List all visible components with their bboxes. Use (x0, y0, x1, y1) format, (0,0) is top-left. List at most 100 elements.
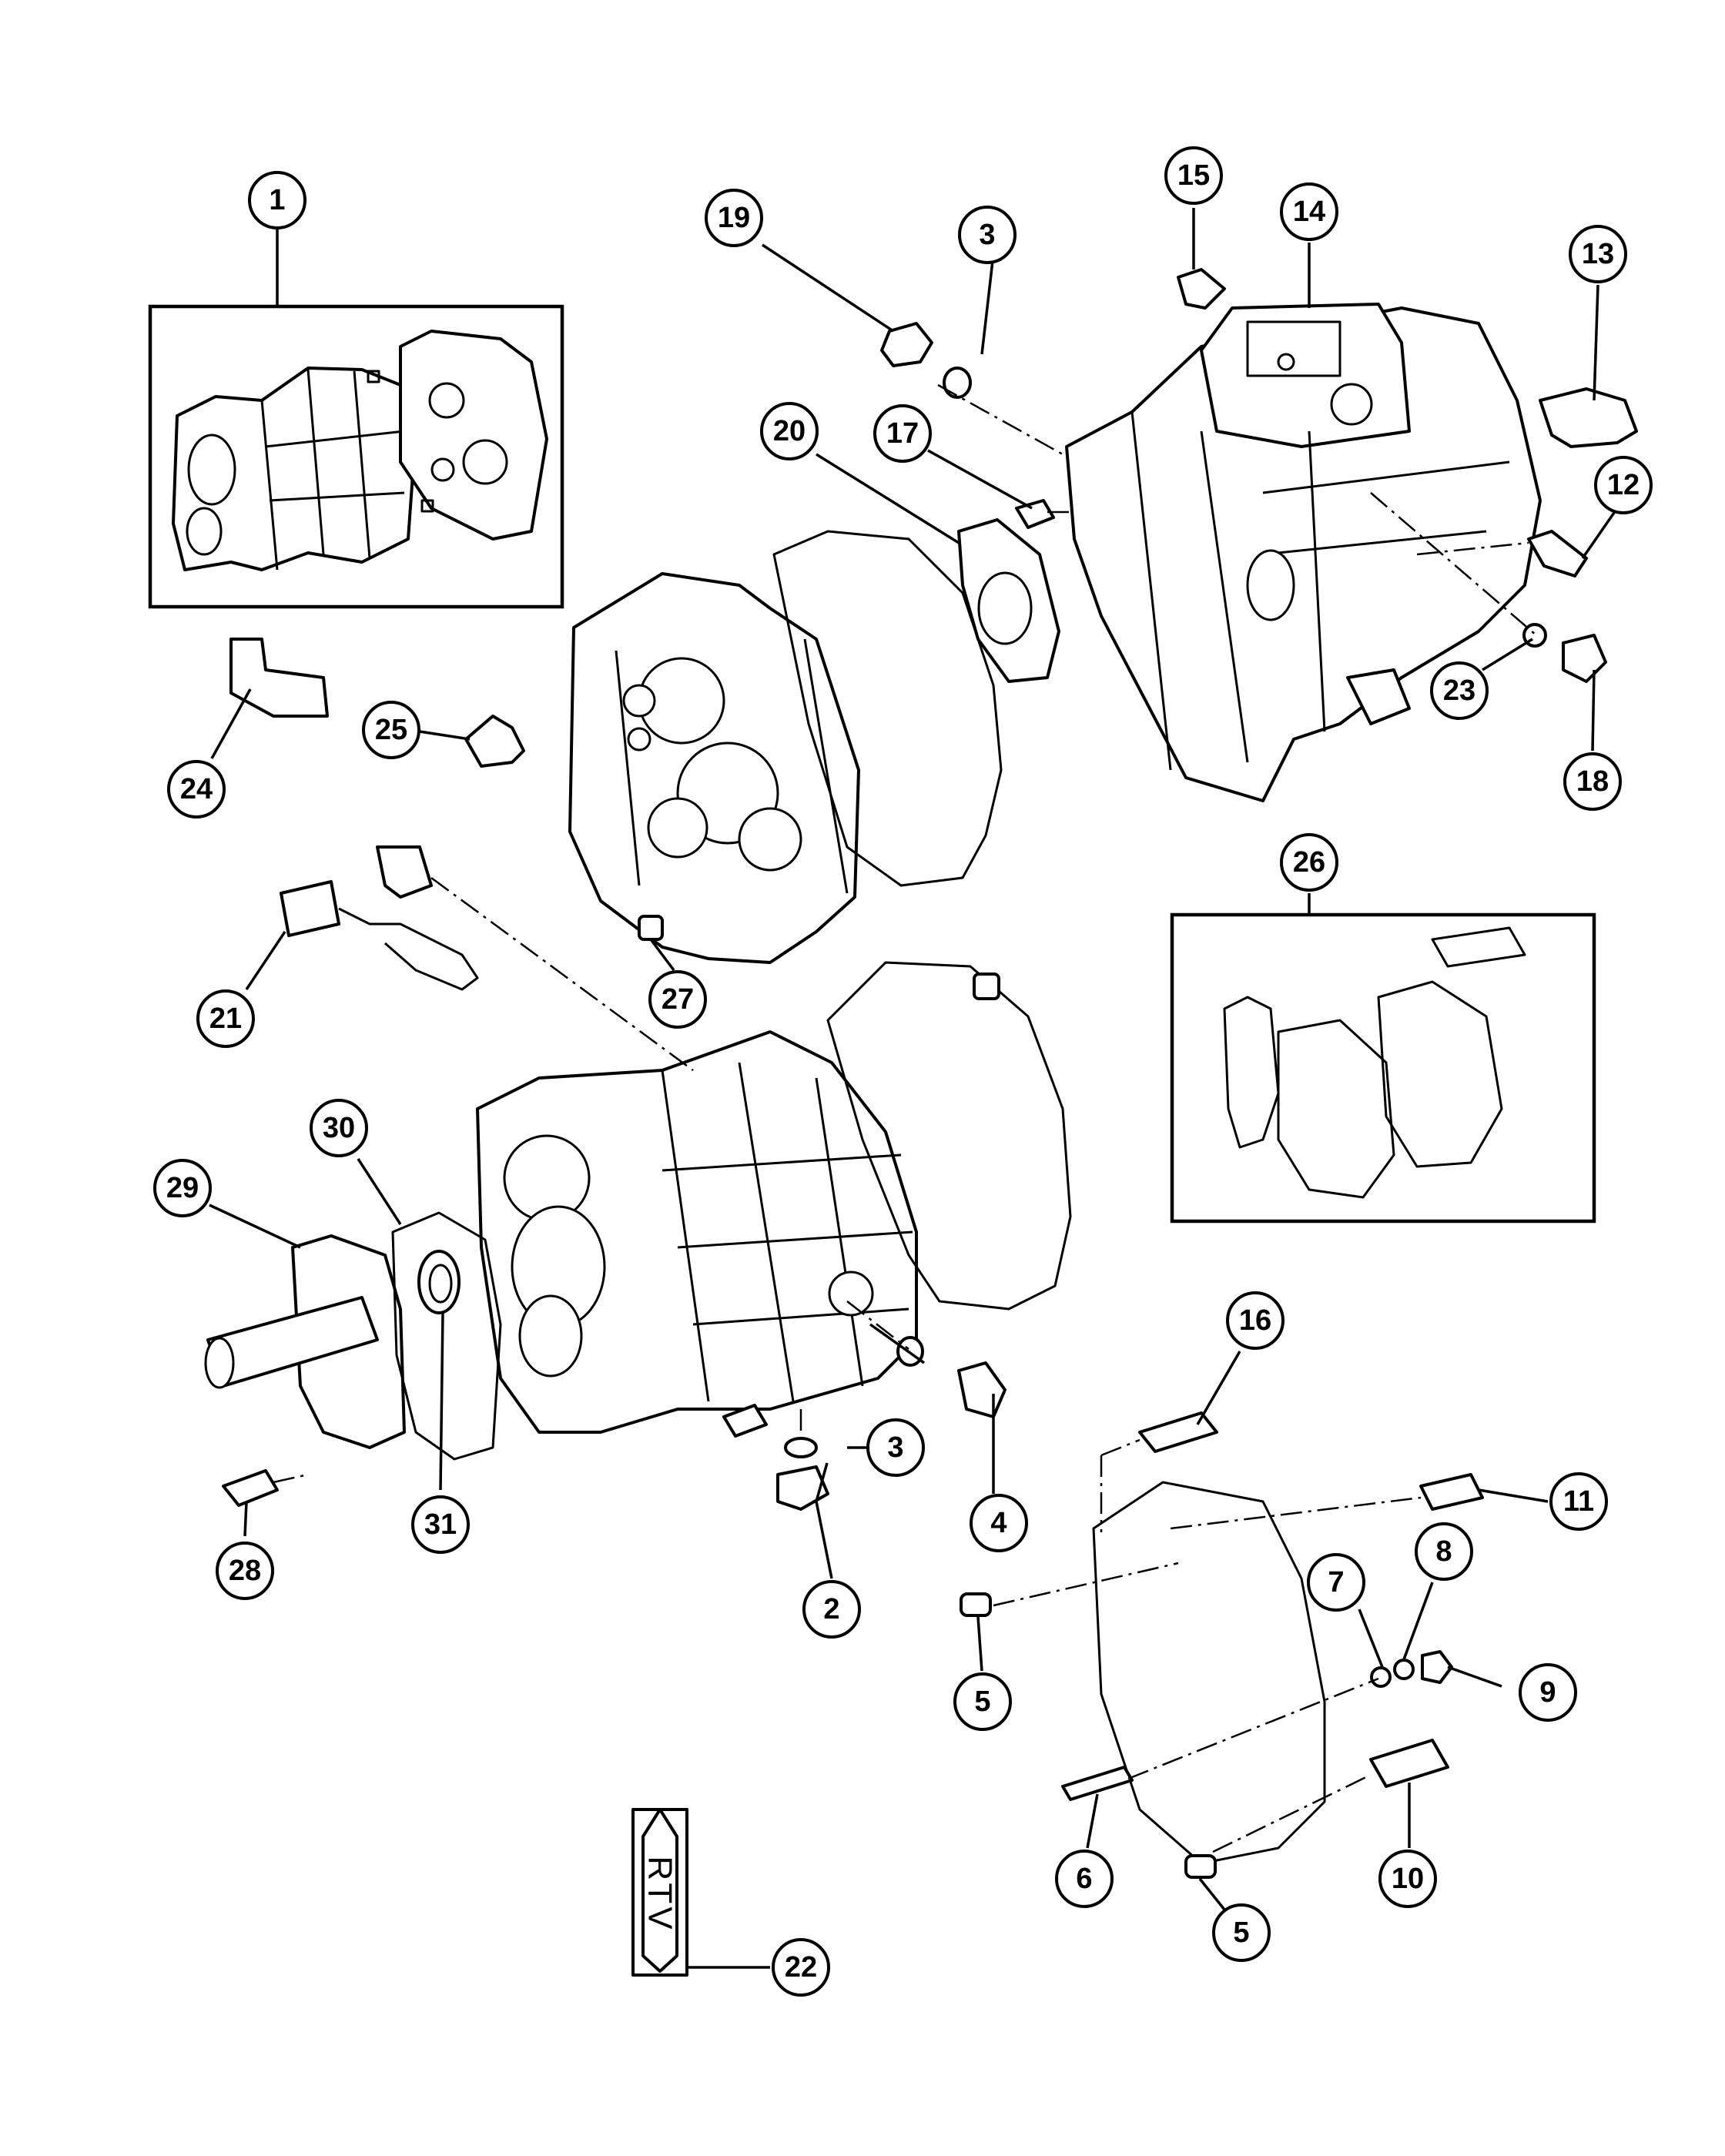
callout-5-upper: 5 (953, 1672, 1012, 1731)
gasket-case-to-housing (826, 961, 1072, 1311)
backup-lamp-switch-21 (280, 880, 340, 937)
shift-detent-bracket-24 (229, 638, 329, 718)
svg-text:11: 11 (1563, 1485, 1594, 1518)
callout-29: 29 (153, 1159, 212, 1217)
callout-17: 17 (873, 404, 932, 463)
callout-12: 12 (1594, 456, 1653, 514)
dowel-27 (638, 915, 664, 941)
bearing-retainer-20 (957, 518, 1060, 683)
svg-text:26: 26 (1293, 846, 1325, 879)
callout-1: 1 (248, 171, 306, 229)
svg-text:14: 14 (1293, 196, 1325, 228)
kit-gasket-large (1377, 980, 1503, 1168)
svg-text:8: 8 (1435, 1535, 1452, 1568)
svg-text:5: 5 (1233, 1917, 1249, 1949)
adapter-plate (568, 572, 860, 964)
oil-seal-31 (417, 1250, 461, 1314)
callout-21: 21 (196, 989, 255, 1048)
kit-box-case-assembly (148, 304, 564, 609)
rear-cover-gasket (1092, 1481, 1326, 1865)
transmission-case (1065, 303, 1542, 802)
callout-15: 15 (1164, 146, 1223, 205)
gasket-20 (772, 530, 1003, 887)
svg-text:7: 7 (1328, 1566, 1344, 1599)
svg-text:4: 4 (990, 1507, 1007, 1539)
svg-text:12: 12 (1607, 469, 1640, 501)
hardware-parts (222, 268, 1638, 1879)
svg-text:24: 24 (180, 773, 213, 805)
plug-18 (1562, 634, 1607, 683)
callout-2: 2 (802, 1580, 861, 1639)
bolt-11 (1419, 1473, 1484, 1511)
callout-6: 6 (1055, 1850, 1114, 1908)
callout-24: 24 (167, 760, 226, 819)
callout-18: 18 (1563, 752, 1622, 811)
callout-13: 13 (1569, 225, 1627, 283)
callout-30: 30 (310, 1099, 368, 1157)
svg-text:19: 19 (718, 202, 750, 234)
rtv-label: RTV (641, 1856, 679, 1932)
nut-9 (1421, 1650, 1453, 1684)
svg-text:22: 22 (785, 1951, 817, 1984)
fill-plug-4 (957, 1361, 1007, 1418)
dowel-5-upper (960, 1592, 992, 1617)
callout-9: 9 (1519, 1663, 1577, 1722)
callout-11: 11 (1549, 1472, 1608, 1531)
front-bearing-retainer (204, 1234, 406, 1449)
rtv-sealant-tube: RTV (631, 1808, 688, 1977)
callout-10: 10 (1378, 1850, 1437, 1908)
svg-text:17: 17 (886, 417, 919, 450)
callout-23: 23 (1430, 661, 1489, 720)
dowel-case-top (973, 973, 1000, 1000)
kit-gasket-medium (1277, 1019, 1395, 1199)
callout-28: 28 (216, 1542, 274, 1600)
svg-text:27: 27 (662, 983, 694, 1016)
svg-text:10: 10 (1392, 1863, 1424, 1895)
svg-text:13: 13 (1582, 238, 1614, 270)
callout-16: 16 (1226, 1291, 1285, 1350)
washer-3-low (784, 1437, 818, 1458)
washer-3-top (943, 367, 972, 399)
callout-8: 8 (1415, 1522, 1473, 1581)
bolt-17 (1015, 499, 1055, 529)
callout-27: 27 (648, 970, 707, 1029)
svg-text:3: 3 (979, 219, 995, 251)
svg-text:1: 1 (269, 184, 285, 216)
plug-12 (1527, 530, 1588, 578)
svg-text:20: 20 (773, 415, 806, 447)
callout-25: 25 (362, 701, 420, 759)
callout-3-top: 3 (958, 206, 1017, 264)
callout-3-middle: 3 (866, 1418, 925, 1477)
bolt-10 (1369, 1739, 1449, 1788)
seal-13 (1539, 387, 1638, 448)
kit-gasket-small (1223, 996, 1280, 1149)
nut-2 (776, 1465, 829, 1511)
alignment-lines (273, 383, 1537, 1853)
switch-wire-21 (338, 907, 479, 991)
svg-text:30: 30 (323, 1112, 355, 1144)
svg-text:15: 15 (1177, 159, 1210, 192)
svg-text:28: 28 (229, 1555, 261, 1587)
kit-extension-housing-drawing (172, 367, 417, 571)
callout-20: 20 (760, 402, 819, 460)
svg-text:3: 3 (887, 1431, 903, 1464)
svg-text:29: 29 (166, 1172, 199, 1204)
washer-7 (1370, 1666, 1392, 1688)
svg-text:23: 23 (1443, 675, 1475, 707)
callout-14: 14 (1280, 182, 1338, 241)
case-mounting-foot (1346, 668, 1411, 725)
switch-body-21 (376, 845, 433, 899)
clip-25 (464, 715, 525, 768)
svg-text:6: 6 (1076, 1863, 1092, 1895)
callout-5-lower: 5 (1212, 1903, 1271, 1962)
svg-text:16: 16 (1239, 1304, 1271, 1337)
callout-19: 19 (705, 189, 763, 247)
kit-gasket-cover (1431, 926, 1526, 968)
extension-housing (476, 1030, 918, 1434)
svg-text:25: 25 (375, 714, 407, 746)
lock-washer-8 (1393, 1659, 1415, 1680)
callout-26: 26 (1280, 833, 1338, 892)
stud-6 (1061, 1766, 1134, 1801)
bolt-center (722, 1404, 768, 1438)
